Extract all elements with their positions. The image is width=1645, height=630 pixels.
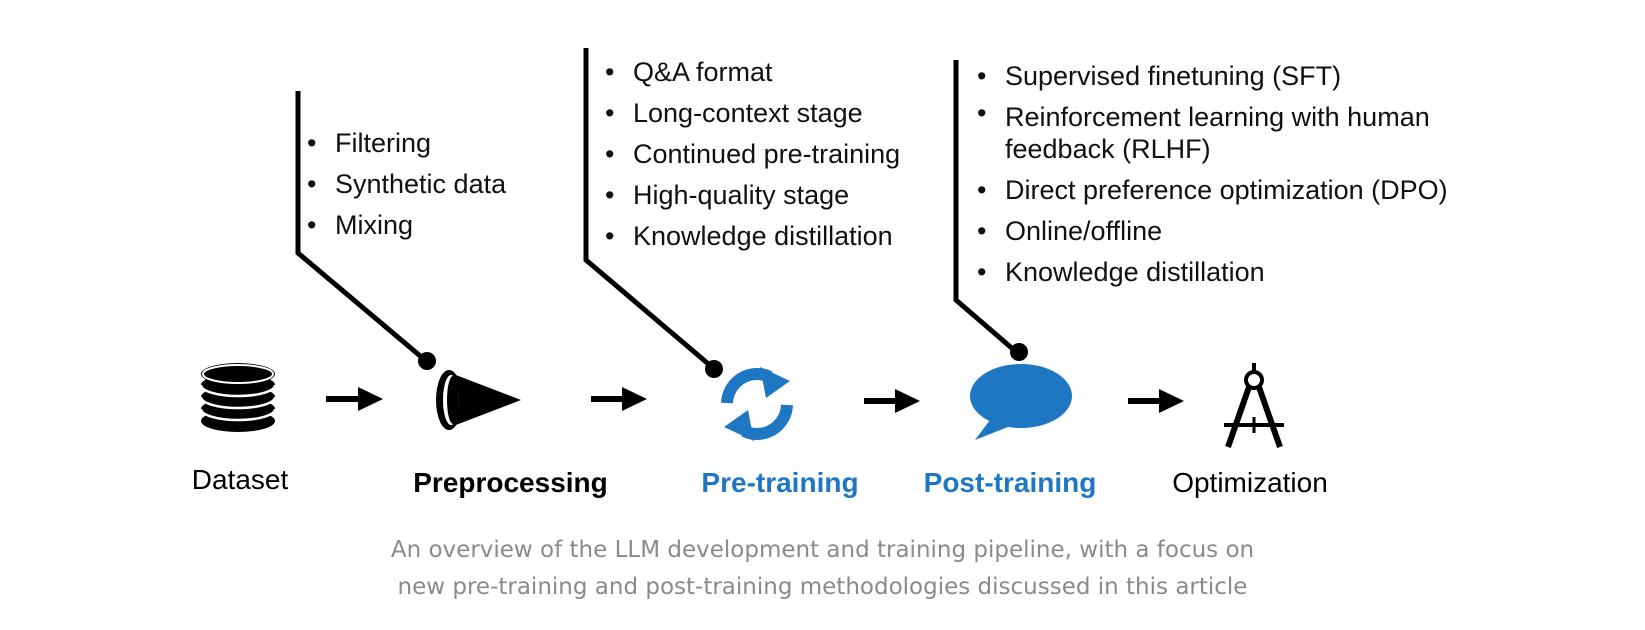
list-item: Knowledge distillation: [975, 252, 1485, 293]
posttraining-callout-list: Supervised finetuning (SFT) Reinforcemen…: [975, 56, 1485, 293]
pretraining-callout-list: Q&A format Long-context stage Continued …: [603, 52, 900, 257]
list-item: Filtering: [305, 123, 506, 164]
arrow-dataset-to-preprocessing: [326, 387, 383, 411]
list-item: Continued pre-training: [603, 134, 900, 175]
list-item: Q&A format: [603, 52, 900, 93]
list-item: Supervised finetuning (SFT): [975, 56, 1485, 97]
caption-line-1: An overview of the LLM development and t…: [390, 537, 1255, 563]
stage-label-posttraining: Post-training: [923, 467, 1097, 498]
preprocessing-callout-list: Filtering Synthetic data Mixing: [305, 123, 506, 246]
refresh-cycle-arrowheads: [724, 367, 790, 441]
stage-label-preprocessing: Preprocessing: [413, 467, 608, 498]
figure-caption: An overview of the LLM development and t…: [300, 532, 1345, 606]
stage-label-optimization: Optimization: [1172, 467, 1328, 498]
callout-leader-posttraining: [953, 60, 1028, 361]
list-item: Long-context stage: [603, 93, 900, 134]
list-item: Online/offline: [975, 211, 1485, 252]
list-item: Direct preference optimization (DPO): [975, 170, 1485, 211]
database-stack-icon: [199, 363, 277, 432]
callout-leader-pretraining: [583, 48, 723, 378]
speech-bubble-icon: [970, 364, 1072, 440]
list-item: Knowledge distillation: [603, 216, 900, 257]
stage-label-pretraining: Pre-training: [701, 467, 859, 498]
arrow-pretraining-to-posttraining: [864, 389, 920, 413]
drafting-compass-icon: [1224, 363, 1284, 448]
list-item: Reinforcement learning with human feedba…: [975, 97, 1485, 170]
arrow-posttraining-to-optimization: [1128, 389, 1184, 413]
stage-label-dataset: Dataset: [191, 464, 289, 495]
callout-leader-preprocessing: [295, 91, 436, 370]
caption-line-2: new pre-training and post-training metho…: [397, 574, 1248, 600]
arrow-preprocessing-to-pretraining: [591, 387, 647, 411]
list-item: Synthetic data: [305, 164, 506, 205]
funnel-cone-icon: [436, 370, 521, 430]
list-item: Mixing: [305, 205, 506, 246]
list-item: High-quality stage: [603, 175, 900, 216]
